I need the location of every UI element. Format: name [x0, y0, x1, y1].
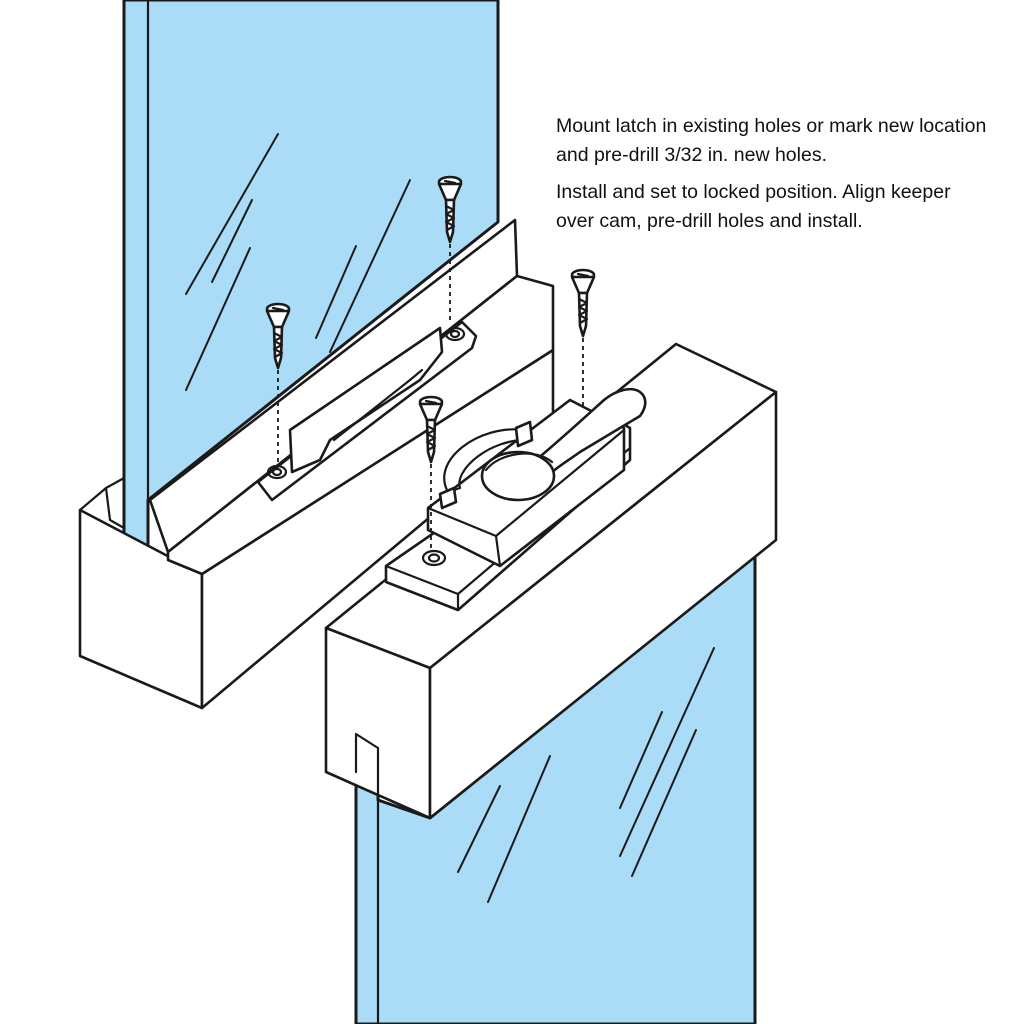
screw-lock-right: [570, 268, 596, 406]
lower-sash: [324, 342, 778, 1024]
lock-screw-hole: [421, 549, 447, 567]
step1-line2: and pre-drill 3/32 in. new holes.: [556, 144, 827, 166]
keeper-screw-hole-right: [444, 326, 466, 342]
instruction-step-2: Install and set to locked position. Alig…: [556, 178, 1016, 236]
step1-line1: Mount latch in existing holes or mark ne…: [556, 115, 987, 137]
screw-keeper-right: [437, 175, 463, 322]
step2-line1: Install and set to locked position. Alig…: [556, 181, 951, 203]
screw-lock-left: [418, 395, 444, 548]
lower-glass-glare: [457, 647, 715, 903]
upper-glass-glare: [185, 133, 411, 391]
keeper-screw-hole-left: [266, 464, 288, 480]
step2-line2: over cam, pre-drill holes and install.: [556, 210, 863, 232]
instructions: Mount latch in existing holes or mark ne…: [556, 112, 1016, 244]
lock-knob: [480, 450, 556, 502]
lock-handle: [534, 387, 647, 476]
keeper: [256, 320, 478, 502]
sash-lock: [384, 387, 647, 612]
screw-keeper-left: [265, 302, 291, 462]
upper-sash: [78, 0, 555, 710]
instruction-step-1: Mount latch in existing holes or mark ne…: [556, 112, 1016, 170]
